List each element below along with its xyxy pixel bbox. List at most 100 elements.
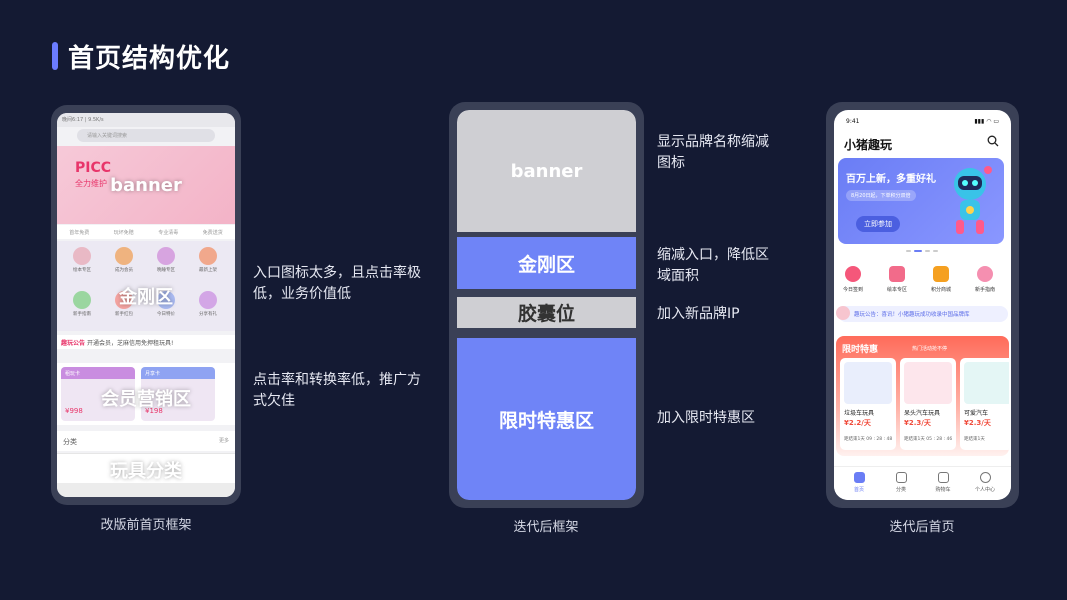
banner-brand: PICC	[75, 160, 111, 176]
entry-label: 最新上架	[193, 267, 223, 273]
join-button[interactable]: 立即参加	[856, 216, 900, 232]
entry-label: 积分商城	[930, 286, 952, 293]
wireframe-flash-deals: 限时特惠区	[457, 338, 636, 500]
service-tag: 玩坏免赔	[114, 229, 134, 236]
old-homepage-caption: 改版前首页框架	[46, 514, 246, 533]
overlay-member-marketing: 会员营销区	[57, 385, 235, 411]
entry-new-user-guide[interactable]: 新手指南	[974, 266, 996, 293]
entry-label: 分享有礼	[193, 311, 223, 317]
toy-car-image	[904, 362, 952, 404]
entry-label: 晚睡专区	[151, 267, 181, 273]
tab-category[interactable]: 分类	[886, 472, 916, 493]
note-brand-ip: 加入新品牌IP	[657, 304, 797, 325]
page-title: 首页结构优化	[68, 38, 230, 75]
cute-car-image	[964, 362, 1009, 404]
card-name: 月享卡	[141, 367, 215, 379]
deal-subtitle: 热门活动抢不停	[912, 345, 947, 352]
entry-label: 绘本专区	[886, 286, 908, 293]
status-bar: 晚间6:17 | 9.5K/s	[57, 113, 235, 127]
product-countdown: 距结束1天	[964, 436, 985, 442]
entry-label: 绘本专区	[67, 267, 97, 273]
entry-checkin[interactable]: 今日签到	[842, 266, 864, 293]
category-label: 分类	[63, 438, 77, 446]
wireframe-capsule: 胶囊位	[457, 297, 636, 328]
service-tags: 首年免费 玩坏免赔 专业清毒 免费送货	[57, 225, 235, 239]
tab-label: 购物车	[928, 486, 958, 493]
more-link[interactable]: 更多	[219, 437, 229, 444]
note-marketing: 点击率和转换率低，推广方式欠佳	[253, 370, 423, 412]
cart-icon	[938, 472, 949, 483]
overlay-icon-area: 金刚区	[57, 283, 235, 309]
entry-icon[interactable]	[115, 247, 133, 265]
new-homepage-caption: 迭代后首页	[822, 516, 1022, 535]
overlay-toy-category: 玩具分类	[57, 457, 235, 483]
system-nav-bar	[57, 483, 235, 497]
card-name: 租玩卡	[61, 367, 135, 379]
guide-icon	[977, 266, 993, 282]
service-tag: 专业清毒	[158, 229, 178, 236]
new-homepage-phone: 9:41 ▮▮▮ ◠ ▭ 小猪趣玩 百万上新，多重好礼 8月20日起，下单积分双…	[826, 102, 1019, 508]
old-homepage-phone: 晚间6:17 | 9.5K/s 请输入关键词搜索 PICC 全力维护 首年免费 …	[51, 105, 241, 505]
profile-icon	[980, 472, 991, 483]
entry-icon[interactable]	[199, 247, 217, 265]
product-price: ¥2.2/天	[844, 418, 871, 428]
product-name: 可爱汽车	[964, 408, 988, 417]
wireframe-screen: banner 金刚区 胶囊位 限时特惠区	[457, 110, 636, 500]
garbage-truck-toy-image	[844, 362, 892, 404]
entry-points-mall[interactable]: 积分商城	[930, 266, 952, 293]
note-banner: 显示品牌名称缩减图标	[657, 132, 777, 174]
overlay-banner: banner	[57, 175, 235, 196]
entry-label: 成为会员	[109, 267, 139, 273]
product-countdown: 距结束1天 09 : 28 : 48	[844, 436, 892, 442]
entry-icon[interactable]	[73, 247, 91, 265]
notice-capsule[interactable]: 趣玩公告：喜讯！小猪趣玩成功收录中国品牌库	[838, 306, 1008, 322]
product-name: 垃圾车玩具	[844, 408, 874, 417]
old-homepage-screen: 晚间6:17 | 9.5K/s 请输入关键词搜索 PICC 全力维护 首年免费 …	[57, 113, 235, 497]
category-header[interactable]: 分类 更多	[57, 431, 235, 451]
flash-deal-section: 限时特惠 热门活动抢不停 垃圾车玩具 ¥2.2/天 距结束1天 09 : 28 …	[836, 336, 1009, 456]
home-icon	[854, 472, 865, 483]
tab-cart[interactable]: 购物车	[928, 472, 958, 493]
entry-icon[interactable]	[157, 247, 175, 265]
wireframe-caption: 迭代后框架	[446, 516, 646, 535]
product-price: ¥2.3/天	[904, 418, 931, 428]
product-card[interactable]: 可爱汽车 ¥2.3/天 距结束1天	[960, 358, 1009, 450]
entry-label: 新手指南	[67, 311, 97, 317]
banner-title: 百万上新，多重好礼	[846, 170, 936, 185]
product-name: 呆头汽车玩具	[904, 408, 940, 417]
product-card[interactable]: 呆头汽车玩具 ¥2.3/天 距结束1天 05 : 28 : 46	[900, 358, 956, 450]
checkin-icon	[845, 266, 861, 282]
service-tag: 首年免费	[69, 229, 89, 236]
tab-label: 个人中心	[970, 486, 1000, 493]
note-flash-deals: 加入限时特惠区	[657, 408, 797, 429]
new-banner[interactable]: 百万上新，多重好礼 8月20日起，下单积分双倍 立即参加	[838, 158, 1004, 244]
status-time: 9:41	[846, 118, 859, 125]
deal-title: 限时特惠	[842, 342, 878, 355]
note-icon-area: 入口图标太多，且点击率极低，业务价值低	[253, 263, 423, 305]
notice-bar[interactable]: 趣玩公告 开通会员，芝麻信用免押租玩具!	[57, 335, 235, 349]
search-icon[interactable]	[987, 135, 999, 147]
note-icon-reduce: 缩减入口，降低区域面积	[657, 245, 777, 287]
tab-profile[interactable]: 个人中心	[970, 472, 1000, 493]
robot-mascot-icon	[944, 164, 996, 238]
entry-label: 新手红包	[109, 311, 139, 317]
blocks-icon	[933, 266, 949, 282]
entry-label: 新手指南	[974, 286, 996, 293]
entry-picture-books[interactable]: 绘本专区	[886, 266, 908, 293]
book-icon	[889, 266, 905, 282]
product-card[interactable]: 垃圾车玩具 ¥2.2/天 距结束1天 09 : 28 : 48	[840, 358, 896, 450]
new-homepage-screen: 9:41 ▮▮▮ ◠ ▭ 小猪趣玩 百万上新，多重好礼 8月20日起，下单积分双…	[834, 110, 1011, 500]
entry-label: 今日特价	[151, 311, 181, 317]
tab-home[interactable]: 首页	[844, 472, 874, 493]
banner-subtitle: 8月20日起，下单积分双倍	[846, 190, 916, 201]
tab-label: 首页	[844, 486, 874, 493]
notice-text: 开通会员，芝麻信用免押租玩具!	[87, 340, 173, 347]
entry-label: 今日签到	[842, 286, 864, 293]
service-tag: 免费送货	[203, 229, 223, 236]
category-icon	[896, 472, 907, 483]
tab-bar: 首页 分类 购物车 个人中心	[834, 466, 1011, 500]
pig-mascot-icon	[836, 306, 850, 320]
product-countdown: 距结束1天 05 : 28 : 46	[904, 436, 952, 442]
search-input[interactable]: 请输入关键词搜索	[77, 129, 215, 142]
tab-label: 分类	[886, 486, 916, 493]
